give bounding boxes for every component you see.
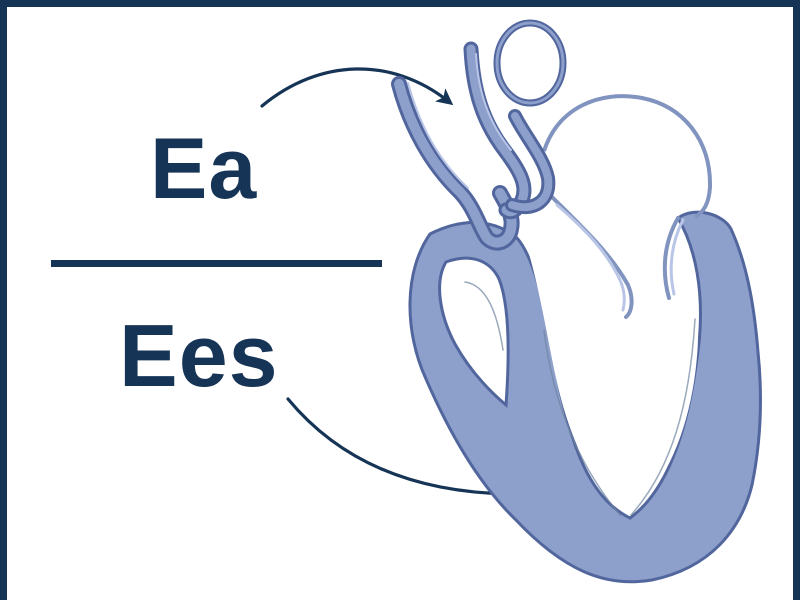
upper-arrow — [260, 67, 454, 108]
left-ventricle-cavity — [522, 229, 698, 513]
vessel-ring-inner — [495, 21, 565, 105]
denominator-label: Ees — [119, 306, 279, 405]
pulmonary-artery-tube-fill — [394, 79, 517, 248]
pulmonary-light-line — [407, 82, 469, 189]
aortic-tube-fill — [508, 112, 553, 212]
left-wall-light — [669, 218, 685, 296]
vena-cava-light-line — [475, 53, 512, 151]
aorta-outline — [542, 94, 713, 219]
fraction-bar — [51, 260, 382, 267]
right-ventricle-cavity — [438, 256, 510, 409]
lower-arrow — [286, 397, 519, 503]
numerator-label: Ea — [150, 121, 258, 217]
ventricle-wall-detail — [464, 281, 696, 516]
heart-illustration — [391, 19, 762, 584]
aortic-root-light — [555, 203, 626, 312]
left-wall-line — [662, 216, 680, 300]
